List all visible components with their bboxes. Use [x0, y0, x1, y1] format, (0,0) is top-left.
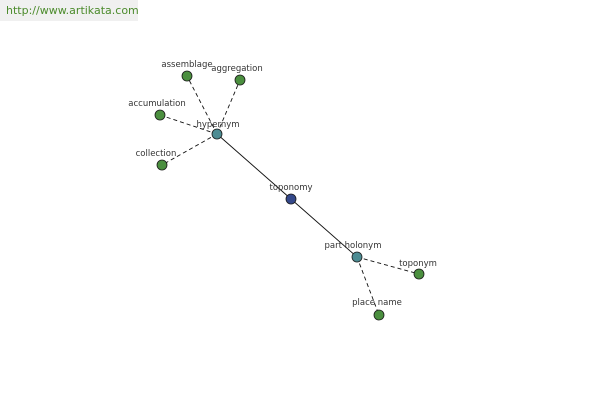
edge-part_holonym-toponym [356, 256, 420, 275]
node-label-hypernym[interactable]: hypernym [196, 120, 239, 130]
edge-hypernym-assemblage [186, 75, 218, 135]
node-label-place-name[interactable]: place name [352, 298, 402, 308]
graph-nodes [154, 70, 425, 321]
node-collection[interactable] [156, 159, 168, 171]
node-toponym[interactable] [413, 268, 425, 280]
node-label-toponym[interactable]: toponym [399, 259, 437, 269]
graph-edges [159, 75, 420, 316]
node-accumulation[interactable] [154, 109, 166, 121]
edge-hypernym-collection [161, 133, 218, 166]
edge-hypernym-aggregation [216, 79, 241, 135]
node-label-assemblage[interactable]: assemblage [161, 60, 212, 70]
source-link-box: http://www.artikata.com [0, 0, 139, 21]
node-label-collection[interactable]: collection [136, 149, 177, 159]
edge-part_holonym-place_name [356, 256, 380, 316]
edge-hypernym-accumulation [159, 114, 218, 135]
source-url-link[interactable]: http://www.artikata.com [6, 4, 139, 17]
node-label-accumulation[interactable]: accumulation [128, 99, 185, 109]
node-label-part-holonym[interactable]: part holonym [325, 241, 382, 251]
node-toponomy[interactable] [285, 193, 297, 205]
node-label-toponomy[interactable]: toponomy [269, 183, 312, 193]
edge-toponomy-hypernym [216, 133, 292, 200]
node-label-aggregation[interactable]: aggregation [211, 64, 262, 74]
edge-toponomy-part_holonym [290, 198, 358, 258]
graph-labels: toponomy hypernym part holonym assemblageag… [128, 60, 437, 308]
node-place-name[interactable] [373, 309, 385, 321]
node-part-holonym[interactable] [351, 251, 363, 263]
node-aggregation[interactable] [234, 74, 246, 86]
node-hypernym[interactable] [211, 128, 223, 140]
node-assemblage[interactable] [181, 70, 193, 82]
